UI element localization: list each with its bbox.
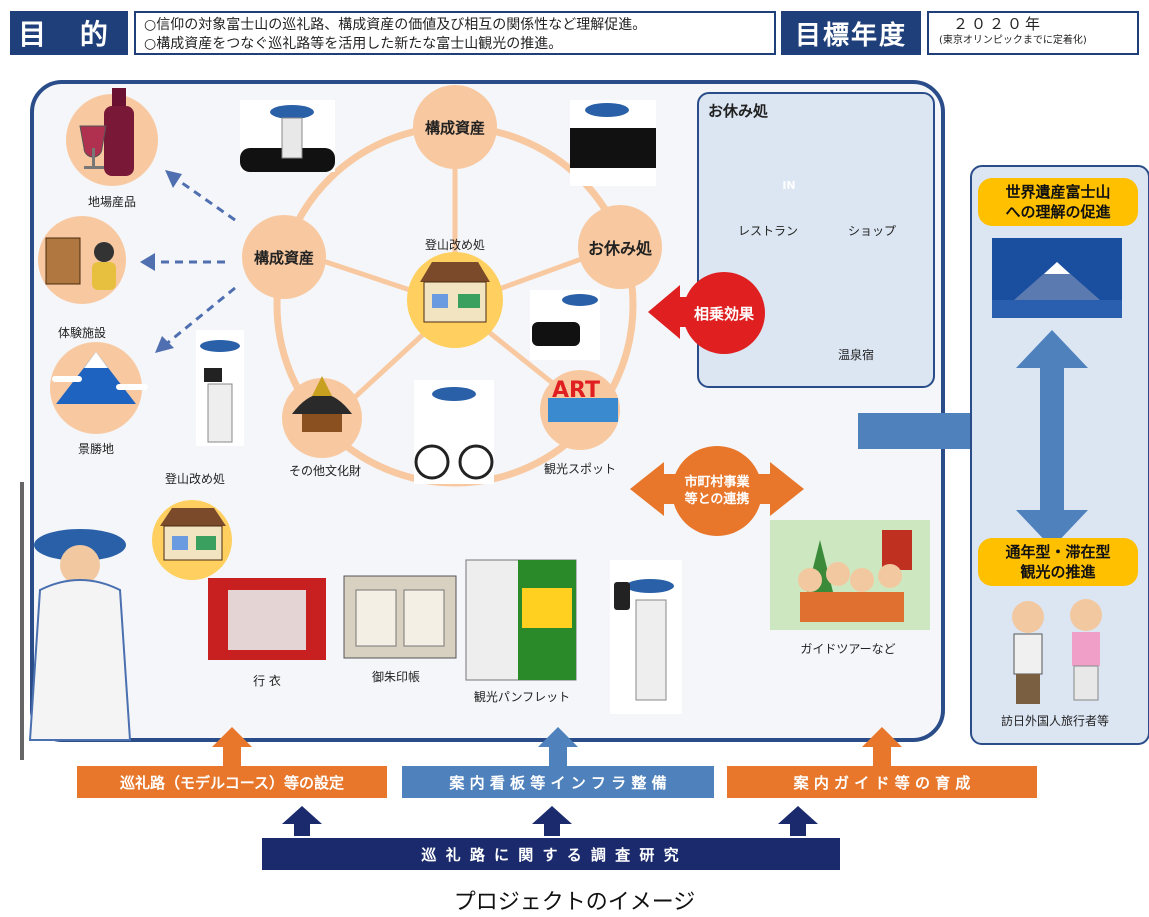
hub-label: 登山改め処 (424, 238, 485, 252)
purpose-text: ○信仰の対象富士山の巡礼路、構成資産の価値及び相互の関係性など理解促進。 ○構成… (134, 11, 776, 55)
research-up-arrows (282, 806, 818, 836)
goal-arrow-shaft (1040, 360, 1064, 520)
weaving-icon (38, 216, 126, 304)
guide-tour-label: ガイドツアーなど (800, 642, 896, 656)
bottom-station-label: 登山改め処 (164, 472, 225, 486)
svg-text:ART: ART (552, 378, 600, 403)
dashed-arrowheads (140, 170, 182, 353)
goal-arrow-down (1016, 510, 1088, 548)
purpose-line-2: ○構成資産をつなぐ巡礼路等を活用した新たな富士山観光の推進。 (144, 36, 563, 52)
shop-label: ショップ (847, 224, 896, 238)
experience-label: 体験施設 (57, 326, 106, 340)
scenic-label: 景勝地 (77, 442, 114, 456)
hut-icon (407, 252, 503, 348)
pilgrim-figure (20, 482, 132, 760)
hut-icon-bottom (152, 500, 232, 580)
pilgrim-bicycle (414, 380, 494, 484)
measure-up-arrows (212, 727, 902, 769)
purpose-line-1: ○信仰の対象富士山の巡礼路、構成資産の価値及び相互の関係性など理解促進。 (144, 17, 647, 33)
target-year-value: ２０２０年 (953, 15, 1044, 33)
pilgrim-smartphone (610, 560, 682, 714)
gyoi-label: 行 衣 (253, 674, 281, 688)
measure-route: 巡礼路（モデルコース）等の設定 (77, 766, 387, 798)
node-asset-top: 構成資産 (413, 85, 497, 169)
goal-arrow-up (1016, 330, 1088, 368)
goal2-line-2: 観光の推進 (1020, 563, 1096, 581)
fuji-photo (992, 238, 1122, 318)
node-rest-area: お休み処 (578, 205, 662, 289)
inn-sign: IN (782, 179, 796, 192)
cooperation-line-1: 市町村事業 (684, 475, 750, 490)
art-spot-icon: ART (540, 370, 620, 450)
restaurant-label: レストラン (737, 224, 798, 238)
pilgrim-bus (570, 100, 656, 186)
onsen-label: 温泉宿 (837, 348, 874, 362)
pamphlet-label: 観光パンフレット (473, 690, 571, 704)
purpose-label: 目 的 (10, 11, 128, 55)
sightseeing-label: 観光スポット (543, 462, 616, 476)
guide-tour-image (770, 520, 930, 630)
pilgrim-car (240, 100, 335, 172)
caption: プロジェクトのイメージ (453, 890, 696, 915)
wine-icon (66, 88, 158, 186)
research-bar: 巡 礼 路 に 関 す る 調 査 研 究 (262, 838, 840, 870)
cooperation-badge: 市町村事業 等との連携 (672, 446, 762, 536)
visitors-image (1012, 599, 1102, 704)
goal1-line-2: への理解の促進 (1005, 203, 1111, 221)
visitors-label: 訪日外国人旅行者等 (1000, 714, 1109, 728)
node-asset-left: 構成資産 (242, 215, 326, 299)
connector-bar (858, 413, 970, 449)
goal2-line-1: 通年型・滞在型 (1005, 543, 1111, 561)
pilgrim-camera (196, 330, 244, 446)
goal-tourism: 通年型・滞在型 観光の推進 (978, 538, 1138, 586)
target-year-box: ２０２０年 (東京オリンピックまでに定着化) (927, 11, 1139, 55)
target-year-note: (東京オリンピックまでに定着化) (939, 35, 1087, 46)
goal-understanding: 世界遺産富士山 への理解の促進 (978, 178, 1138, 226)
synergy-badge: 相乗効果 (683, 272, 765, 354)
dashed-arrows (150, 176, 236, 347)
local-products-label: 地場産品 (87, 195, 136, 209)
measure-guide: 案 内 ガ イ ド 等 の 育 成 (727, 766, 1037, 798)
helmet-icon (282, 376, 362, 458)
other-culture-label: その他文化財 (288, 464, 361, 478)
target-year-label: 目標年度 (781, 11, 921, 55)
pilgrim-taxi (530, 290, 600, 360)
cooperation-line-2: 等との連携 (684, 492, 750, 507)
fuji-scenic-icon (50, 342, 148, 434)
goal1-line-1: 世界遺産富士山 (1005, 183, 1111, 201)
measure-infra: 案 内 看 板 等 イ ン フ ラ 整 備 (402, 766, 714, 798)
rest-panel-title: お休み処 (708, 102, 769, 120)
goshuin-label: 御朱印帳 (371, 670, 420, 684)
